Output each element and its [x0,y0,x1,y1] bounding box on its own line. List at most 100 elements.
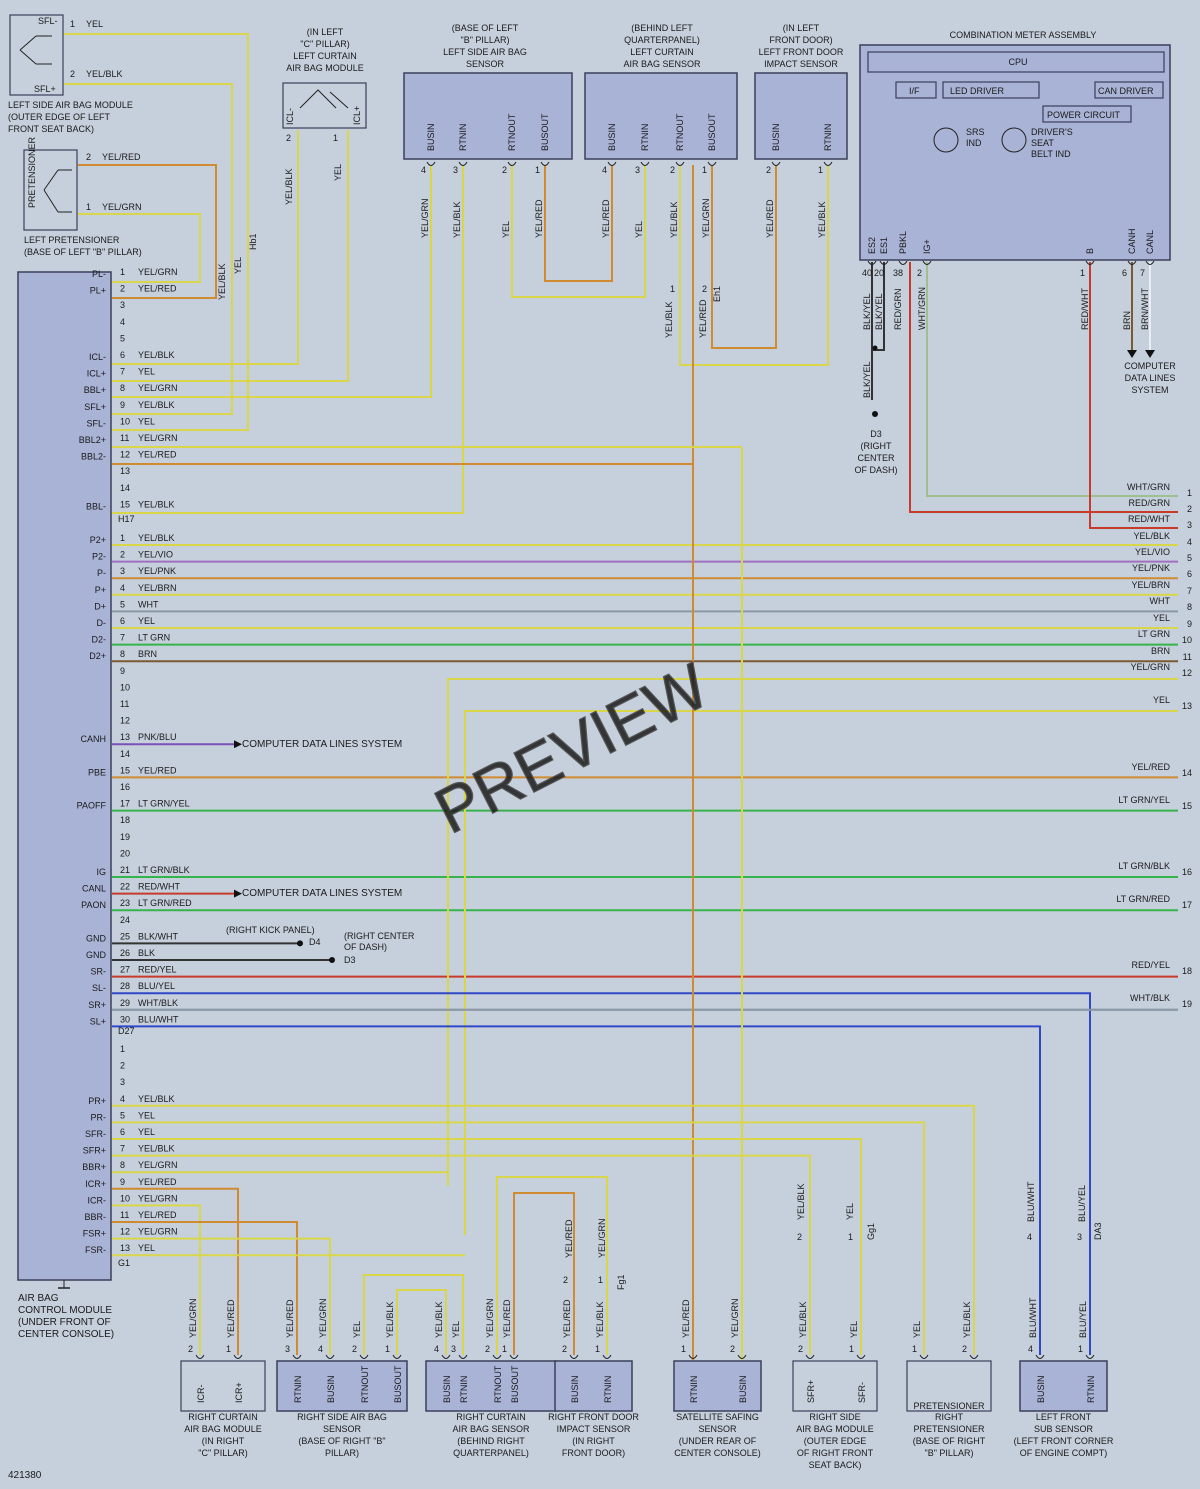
acm-terminal: ICR- [88,1195,107,1205]
acm-terminal: CANH [80,734,106,744]
sensor-terminal: BUSOUT [540,113,550,151]
acm-wire-color: YEL/GRN [138,1227,178,1237]
meter-wire-color: BLK/YEL [862,293,872,330]
wire-color: YEL/BLK [796,1183,806,1220]
sensor-pin-mark [426,161,436,166]
acm-wire-color: WHT [138,599,159,609]
sl-plus-wire [112,1025,1041,1240]
belt-indicator-lamp [1001,127,1027,153]
pin-label: 1 [333,133,338,143]
acm-pin: 9 [120,1177,125,1187]
pin-label: 1 [670,284,675,294]
diagram-id: 421380 [8,1470,42,1481]
acm-pin: 13 [120,1243,130,1253]
right-reference-number: 2 [1187,504,1192,514]
right-reference-number: 13 [1182,701,1192,711]
bottom-pin: 1 [226,1344,231,1354]
acm-pin: 5 [120,333,125,343]
right-reference-color: WHT/GRN [1127,482,1170,492]
acm-pin: 2 [120,1061,125,1071]
meter-wire-color: BRN/WHT [1140,288,1150,330]
sensor-pin-mark [607,161,617,166]
component-title: (IN LEFT [307,27,344,37]
sensor-terminal: RTNIN [823,124,833,151]
bottom-component-title: SATELLITE SAFING [676,1412,759,1422]
wires-layer [64,33,1178,1360]
component-title: (BASE OF LEFT [452,23,519,33]
wire-color: YEL [86,19,103,29]
ground-wire-color: BLK/YEL [862,361,872,398]
acm-pin: 5 [120,599,125,609]
sensor-pin: 4 [421,165,426,175]
meter-wire-color: RED/WHT [1080,288,1090,330]
pin-label: 1 [86,202,91,212]
sensor-wire-color: YEL [501,221,511,238]
wire-color: YEL/BLK [284,168,294,205]
acm-pin: 5 [120,1110,125,1120]
right-reference-number: 19 [1182,999,1192,1009]
acm-terminal: SL+ [90,1016,106,1026]
can-driver-label: CAN DRIVER [1098,86,1154,96]
left-side-airbag-module [9,14,64,96]
component-title: LEFT PRETENSIONER [24,235,120,245]
acm-pin: 8 [120,1160,125,1170]
pr-minus-wire [112,1121,925,1355]
acm-wire-color: YEL/BLK [138,350,175,360]
bottom-component-title: OF RIGHT FRONT [797,1448,874,1458]
bottom-component-title: PILLAR) [325,1448,359,1458]
right-reference-color: YEL/BLK [1133,531,1170,541]
right-reference-number: 18 [1182,966,1192,976]
meter-can-driver [1094,81,1164,99]
wire-color: YEL/BLK [217,263,227,300]
acm-pin: 27 [120,965,130,975]
acm-wire-color: YEL/BLK [138,1144,175,1154]
acm-terminal: P+ [95,585,106,595]
sensor-pin-mark [640,161,650,166]
canh-cdl-label: COMPUTER DATA LINES SYSTEM [242,739,402,750]
sensor-terminal: RTNOUT [675,113,685,151]
sensor-pin: 2 [670,165,675,175]
acm-pin: 10 [120,1193,130,1203]
meter-d3-label: CENTER [857,453,895,463]
right-reference-color: RED/WHT [1128,514,1170,524]
bottom-pin: 1 [502,1344,507,1354]
acm-pin: 15 [120,499,130,509]
acm-pin: 24 [120,915,130,925]
acm-pin: 15 [120,765,130,775]
bottom-terminal: ICR+ [234,1382,244,1403]
sl-minus-wire [112,992,1091,1240]
connector-da3: DA3 [1093,1222,1103,1240]
right-reference-number: 8 [1187,602,1192,612]
component-title: "B" PILLAR) [461,35,510,45]
acm-wire-color: PNK/BLU [138,732,177,742]
meter-pin: 20 [874,268,884,278]
pin-label: 2 [702,284,707,294]
acm-wire-color: LT GRN/BLK [138,865,190,875]
left-side-busout-wire [544,165,613,282]
bottom-pin-mark [441,1354,451,1359]
bottom-component-title: RIGHT CURTAIN [456,1412,526,1422]
sensor-pin: 1 [535,165,540,175]
pin-label: 2 [86,152,91,162]
sensor-pin-mark [458,161,468,166]
acm-wire-color: YEL/RED [138,450,177,460]
sensor-terminal: BUSIN [607,123,617,151]
bottom-component-title: (BASE OF RIGHT [913,1436,986,1446]
meter-terminal: ES2 [867,237,877,254]
acm-wire-color: YEL/BLK [138,400,175,410]
bottom-component-7 [1019,1360,1108,1412]
splice-dot [872,345,878,351]
right-reference-color: LT GRN/BLK [1118,861,1170,871]
right-reference-color: WHT [1150,596,1171,606]
bottom-component-title: OF ENGINE COMPT) [1020,1448,1108,1458]
wire-color: YEL/GRN [102,202,142,212]
right-reference-number: 10 [1182,635,1192,645]
sensor-pin-mark [540,161,550,166]
led-driver-label: LED DRIVER [950,86,1005,96]
acm-wire-color: YEL/BLK [138,533,175,543]
right-reference-number: 14 [1182,768,1192,778]
acm-pin: 25 [120,931,130,941]
acm-terminal: BBR+ [82,1162,106,1172]
acm-wire-color: YEL/GRN [138,267,178,277]
